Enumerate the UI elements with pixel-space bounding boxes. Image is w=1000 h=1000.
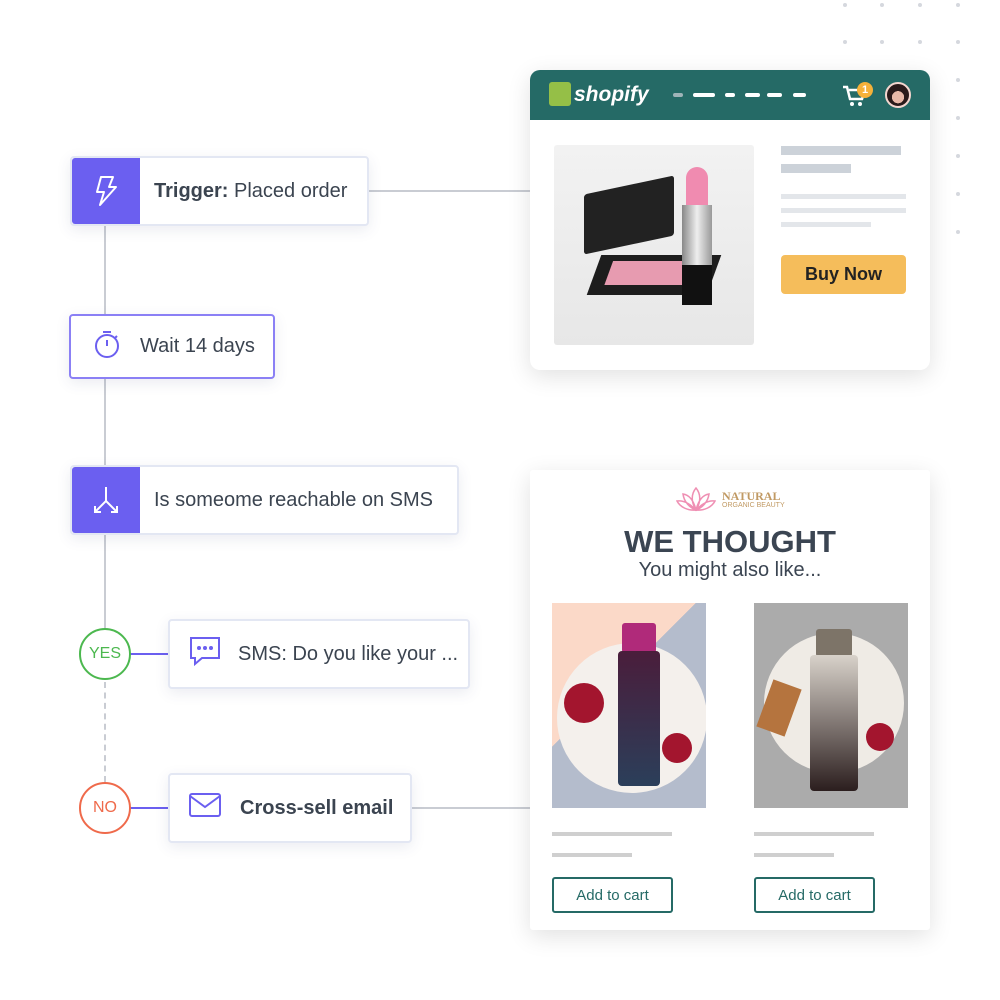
product-name-placeholder: [552, 832, 672, 836]
shopify-header: shopify 1: [530, 70, 930, 120]
connector: [130, 807, 168, 809]
no-badge: NO: [79, 782, 131, 834]
add-to-cart-button[interactable]: Add to cart: [754, 877, 875, 913]
trigger-node[interactable]: Trigger: Placed order: [70, 156, 369, 226]
add-to-cart-button[interactable]: Add to cart: [552, 877, 673, 913]
sms-node[interactable]: SMS: Do you like your ...: [168, 619, 470, 689]
product-price-placeholder: [552, 853, 632, 857]
product-image-perfume: [754, 603, 908, 808]
cart-count-badge: 1: [857, 82, 873, 98]
connector: [368, 190, 530, 192]
buy-now-button[interactable]: Buy Now: [781, 255, 906, 294]
connector: [104, 534, 106, 628]
dashed-connector: [104, 682, 106, 782]
title-placeholder: [781, 164, 851, 173]
email-label: Cross-sell email: [240, 796, 394, 819]
shopify-card: shopify 1 Buy Now: [530, 70, 930, 370]
email-subhead: You might also like...: [638, 559, 822, 581]
email-preview-card: NATURAL ORGANIC BEAUTY WE THOUGHT You mi…: [530, 470, 930, 930]
mail-icon: [188, 791, 222, 825]
trigger-value: Placed order: [234, 179, 348, 202]
wait-label: Wait 14 days: [140, 335, 255, 357]
avatar[interactable]: [885, 82, 911, 108]
yes-badge: YES: [79, 628, 131, 680]
sms-label: SMS: Do you like your ...: [238, 642, 459, 665]
no-label: NO: [93, 799, 117, 816]
connector: [130, 653, 168, 655]
split-label: Is someome reachable on SMS: [154, 488, 434, 511]
timer-icon: [91, 328, 123, 366]
lotus-logo-icon: [675, 486, 717, 517]
text-placeholder: [781, 208, 906, 213]
email-headline: WE THOUGHT: [624, 524, 836, 559]
title-placeholder: [781, 146, 901, 155]
brand-name: NATURAL: [722, 489, 781, 503]
connector: [411, 807, 531, 809]
trigger-label: Trigger:: [154, 179, 229, 202]
product-price-placeholder: [754, 853, 834, 857]
product-name-placeholder: [754, 832, 874, 836]
product-image-strawberry: [552, 603, 706, 808]
split-node[interactable]: Is someome reachable on SMS: [70, 465, 459, 535]
email-node[interactable]: Cross-sell email: [168, 773, 412, 843]
shopify-bag-icon: [549, 82, 571, 106]
product-image-lipstick: [554, 145, 754, 345]
brand-sub: ORGANIC BEAUTY: [722, 502, 785, 509]
split-icon: [72, 467, 140, 533]
wait-node[interactable]: Wait 14 days: [69, 314, 275, 379]
text-placeholder: [781, 194, 906, 199]
text-placeholder: [781, 222, 871, 227]
lightning-icon: [72, 158, 140, 224]
chat-icon: [188, 634, 222, 674]
shopify-logo: shopify: [574, 83, 649, 106]
yes-label: YES: [88, 645, 121, 662]
